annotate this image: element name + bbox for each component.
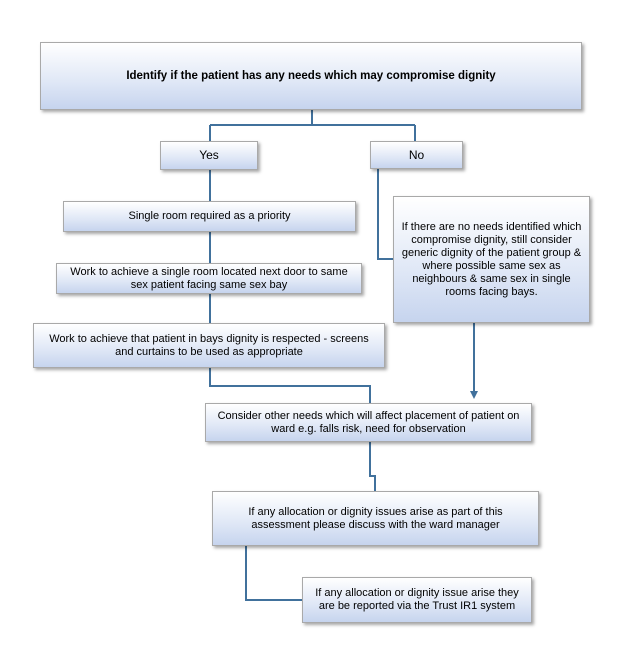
box-next-door: Work to achieve a single room located ne… [56, 263, 362, 294]
connector-bays-to-other-needs [209, 368, 371, 403]
no-text: No [408, 147, 425, 162]
connector-top-split [209, 110, 416, 141]
box-allocation: If any allocation or dignity issues aris… [212, 491, 539, 546]
no-needs-text: If there are no needs identified which c… [401, 220, 582, 298]
box-report: If any allocation or dignity issue arise… [302, 577, 532, 623]
single-room-text: Single room required as a priority [128, 210, 291, 222]
identify-needs-text: Identify if the patient has any needs wh… [126, 69, 496, 82]
bays-dignity-text: Work to achieve that patient in bays dig… [49, 332, 369, 358]
connector-no-to-no-needs [377, 169, 393, 260]
box-no: No [370, 141, 463, 169]
box-no-needs: If there are no needs identified which c… [393, 196, 590, 323]
allocation-text: If any allocation or dignity issues aris… [248, 505, 503, 531]
connector-allocation-to-report [245, 546, 302, 601]
box-identify-needs: Identify if the patient has any needs wh… [40, 42, 582, 110]
box-yes: Yes [160, 141, 258, 170]
other-needs-text: Consider other needs which will affect p… [217, 409, 520, 435]
box-single-room: Single room required as a priority [63, 201, 356, 232]
connector-other-needs-to-allocation [369, 442, 376, 491]
yes-text: Yes [199, 148, 219, 162]
box-other-needs: Consider other needs which will affect p… [205, 403, 532, 442]
next-door-text: Work to achieve a single room located ne… [70, 265, 348, 291]
report-text: If any allocation or dignity issue arise… [315, 587, 519, 612]
box-bays-dignity: Work to achieve that patient in bays dig… [33, 323, 385, 368]
